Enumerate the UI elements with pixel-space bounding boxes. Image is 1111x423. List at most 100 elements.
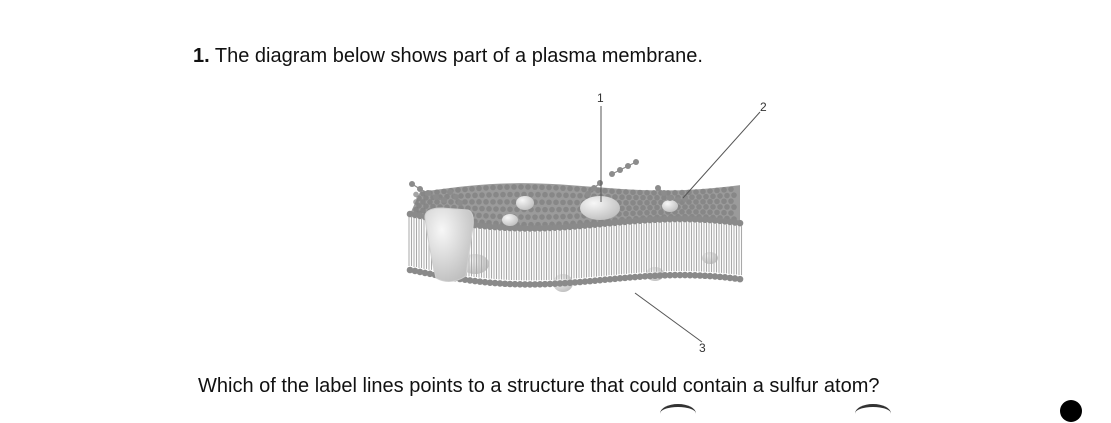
surface-protein bbox=[662, 200, 678, 212]
phospholipid-head bbox=[476, 185, 482, 192]
phospholipid-head bbox=[654, 204, 660, 211]
phospholipid-head bbox=[601, 220, 609, 228]
carbohydrate-unit bbox=[597, 180, 603, 186]
phospholipid-head bbox=[682, 204, 688, 210]
label-3: 3 bbox=[699, 341, 706, 355]
phospholipid-head bbox=[570, 192, 576, 199]
phospholipid-head bbox=[728, 198, 734, 204]
phospholipid-head bbox=[420, 190, 426, 197]
label-1: 1 bbox=[597, 91, 604, 105]
phospholipid-head bbox=[497, 213, 503, 220]
phospholipid-head bbox=[526, 225, 534, 232]
phospholipid-head bbox=[506, 224, 514, 232]
phospholipid-head bbox=[507, 206, 513, 213]
phospholipid-head bbox=[493, 191, 499, 198]
phospholipid-head bbox=[560, 185, 566, 191]
phospholipid-head bbox=[574, 213, 580, 219]
phospholipid-head bbox=[416, 212, 424, 220]
phospholipid-head bbox=[586, 221, 594, 229]
phospholipid-head bbox=[413, 191, 419, 198]
lower-phospholipid-head bbox=[616, 275, 624, 282]
surface-protein bbox=[580, 196, 620, 220]
phospholipid-head bbox=[681, 215, 689, 223]
lower-phospholipid-head bbox=[716, 273, 724, 281]
lower-phospholipid-head bbox=[551, 280, 559, 288]
phospholipid-head bbox=[481, 222, 489, 230]
phospholipid-head bbox=[458, 193, 464, 199]
phospholipid-head bbox=[731, 219, 739, 226]
lower-phospholipid-head bbox=[541, 280, 549, 288]
carbohydrate-unit bbox=[457, 200, 463, 206]
phospholipid-head bbox=[696, 204, 702, 210]
phospholipid-head bbox=[500, 191, 506, 198]
question-text: The diagram below shows part of a plasma… bbox=[214, 45, 703, 67]
phospholipid-head bbox=[701, 216, 709, 224]
lower-phospholipid-head bbox=[701, 272, 709, 280]
lower-phospholipid-head bbox=[681, 271, 689, 279]
phospholipid-head bbox=[686, 209, 692, 215]
phospholipid-head bbox=[721, 218, 729, 225]
phospholipid-head bbox=[658, 199, 664, 206]
phospholipid-head bbox=[703, 204, 709, 210]
phospholipid-head bbox=[631, 217, 639, 225]
lower-phospholipid-head bbox=[731, 275, 739, 282]
label-2: 2 bbox=[760, 100, 767, 114]
membrane-illustration bbox=[406, 106, 761, 343]
phospholipid-head bbox=[496, 224, 504, 231]
phospholipid-head bbox=[525, 184, 531, 190]
phospholipid-head bbox=[416, 202, 422, 209]
phospholipid-head bbox=[726, 218, 734, 226]
lower-phospholipid-head bbox=[516, 281, 524, 288]
phospholipid-head bbox=[490, 184, 496, 191]
phospholipid-head bbox=[541, 224, 549, 232]
lower-phospholipid-head bbox=[601, 276, 609, 284]
lower-phospholipid-head bbox=[626, 274, 634, 281]
phospholipid-head bbox=[465, 192, 471, 199]
phospholipid-head bbox=[651, 209, 657, 216]
lower-phospholipid-head bbox=[416, 268, 424, 276]
lower-phospholipid-head bbox=[566, 279, 574, 287]
phospholipid-head bbox=[637, 189, 643, 196]
phospholipid-head bbox=[532, 184, 538, 190]
lower-phospholipid-head bbox=[586, 277, 594, 285]
phospholipid-head bbox=[504, 184, 510, 190]
phospholipid-head bbox=[546, 199, 552, 206]
phospholipid-head bbox=[539, 184, 545, 191]
phospholipid-head bbox=[651, 190, 657, 196]
surface-protein bbox=[516, 196, 534, 210]
phospholipid-head bbox=[700, 209, 706, 215]
cutoff-dot-shape bbox=[1060, 400, 1082, 422]
phospholipid-head bbox=[521, 225, 529, 232]
phospholipid-head bbox=[616, 188, 622, 195]
phospholipid-head bbox=[591, 221, 599, 228]
phospholipid-head bbox=[413, 206, 419, 213]
phospholipid-head bbox=[612, 194, 618, 200]
phospholipid-head bbox=[490, 213, 496, 219]
phospholipid-head bbox=[731, 192, 737, 198]
phospholipid-head bbox=[577, 192, 583, 199]
lower-phospholipid-head bbox=[531, 281, 539, 288]
phospholipid-head bbox=[656, 216, 664, 223]
phospholipid-head bbox=[420, 199, 426, 205]
lower-phospholipid-head bbox=[571, 279, 579, 286]
lower-phospholipid-head bbox=[726, 274, 734, 282]
phospholipid-head bbox=[528, 191, 534, 198]
phospholipid-head bbox=[689, 204, 695, 210]
phospholipid-head bbox=[576, 222, 584, 230]
lower-phospholipid-head bbox=[546, 280, 554, 288]
lower-phospholipid-head bbox=[426, 270, 434, 278]
phospholipid-head bbox=[630, 189, 636, 196]
phospholipid-head bbox=[535, 206, 541, 213]
phospholipid-head bbox=[535, 191, 541, 198]
lower-phospholipid-head bbox=[686, 271, 694, 279]
phospholipid-head bbox=[539, 199, 545, 205]
lower-phospholipid-head bbox=[421, 269, 429, 277]
phospholipid-head bbox=[493, 206, 499, 212]
phospholipid-head bbox=[553, 214, 559, 220]
phospholipid-head bbox=[551, 224, 559, 232]
phospholipid-head bbox=[423, 203, 429, 209]
phospholipid-head bbox=[637, 199, 643, 206]
phospholipid-head bbox=[531, 225, 539, 232]
phospholipid-head bbox=[693, 189, 699, 195]
phospholipid-head bbox=[651, 199, 657, 206]
